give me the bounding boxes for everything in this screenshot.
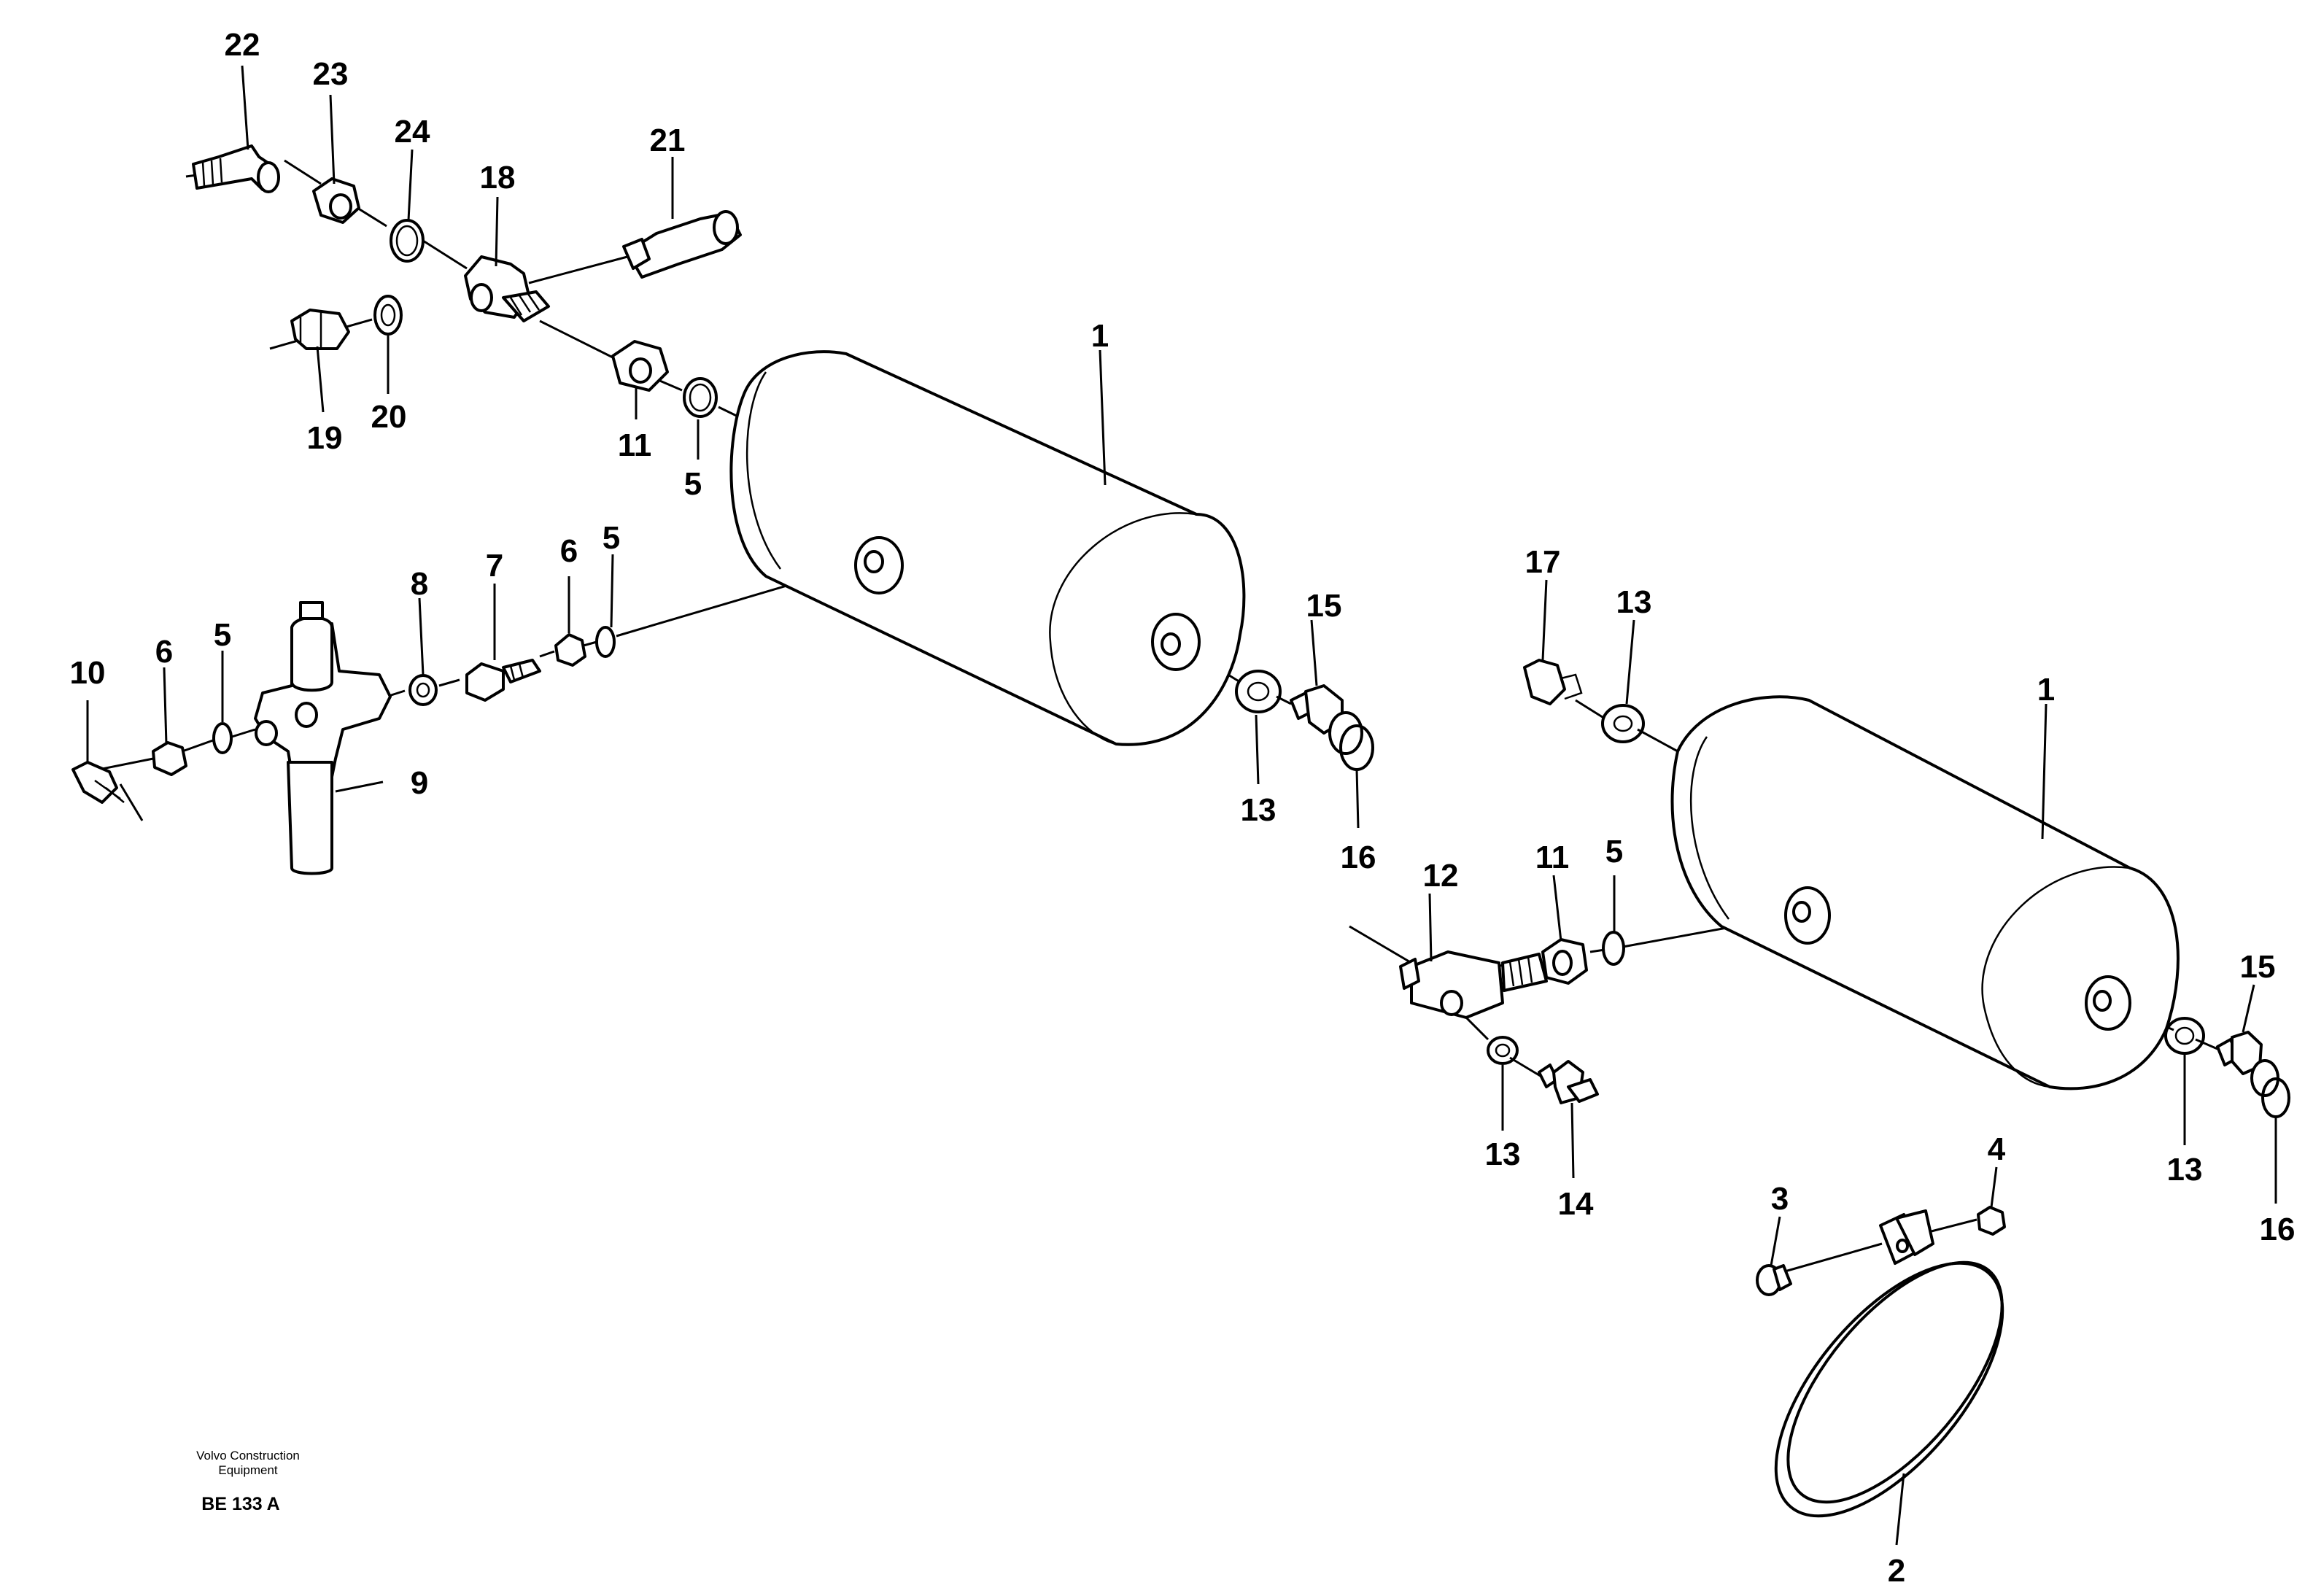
callout-6-mid: 6 [560,533,578,569]
nut-part-6-mid [554,633,586,667]
callout-2: 2 [1888,1553,1905,1589]
callout-5-mid: 5 [603,520,620,556]
washer-part-13-top-right [1601,704,1645,743]
callout-labels: 22 23 24 21 18 19 20 11 5 1 8 7 6 5 10 6… [70,27,2296,1589]
washer-part-13-lower-left [1487,1036,1519,1065]
callout-12: 12 [1423,858,1459,894]
nut-part-4 [1977,1206,2006,1236]
o-ring-part-5-left [212,722,233,754]
callout-4: 4 [1988,1131,2006,1167]
callout-19: 19 [307,420,343,456]
callout-13-upper: 13 [1241,792,1277,828]
air-tank-part-1-upper [729,350,1246,746]
air-tank-part-1-lower [1670,695,2180,1091]
tank-strap-part-2 [1774,1209,2004,1518]
callout-8: 8 [411,566,428,602]
callout-7: 7 [486,548,503,584]
callout-14: 14 [1558,1186,1594,1222]
callout-6-left: 6 [155,634,173,670]
drawing-code: BE 133 A [201,1494,279,1514]
callout-5-lower: 5 [1605,834,1623,869]
brand-line-1: Volvo Construction [196,1449,300,1463]
drain-valve-part-15-upper [1290,684,1363,755]
callout-9: 9 [411,765,428,801]
bolt-part-3 [1756,1264,1792,1296]
o-ring-part-5-mid [595,626,616,658]
valve-body-part-9 [254,601,392,875]
callout-13-lower-right: 13 [2167,1152,2203,1188]
union-block-part-12 [1399,950,1548,1019]
callout-11-upper: 11 [618,427,652,463]
washer-part-8 [408,674,438,706]
callout-16-upper: 16 [1341,840,1376,875]
nut-part-23 [312,177,360,224]
callout-21: 21 [650,123,686,158]
callout-1-upper: 1 [1091,318,1109,354]
plug-part-17 [1523,659,1583,705]
nut-part-11-upper [611,340,669,392]
o-ring-part-5-lower [1602,931,1625,966]
callout-5-upper: 5 [684,466,702,502]
callout-15-upper: 15 [1306,588,1342,624]
o-ring-part-24 [390,219,425,263]
callout-22: 22 [225,27,260,63]
connector-part-19 [290,309,350,350]
callout-13-top-right: 13 [1616,584,1652,620]
callout-23: 23 [313,56,349,92]
nut-part-11-lower [1541,938,1588,985]
callout-5-left: 5 [214,617,231,653]
washer-part-13-upper-right [1235,670,1282,713]
connector-part-21 [622,210,742,279]
o-ring-part-5-upper [683,377,718,418]
washer-part-20 [373,295,403,336]
check-valve-part-7 [465,659,541,702]
nut-part-6-left [152,741,187,776]
callout-10: 10 [70,655,106,691]
callout-16-lower: 16 [2260,1212,2296,1247]
footer: Volvo Construction Equipment BE 133 A [196,1449,300,1514]
callout-13-lower-left: 13 [1485,1136,1521,1172]
callout-pointers [86,65,2277,1546]
callout-18: 18 [480,160,516,195]
callout-15-lower: 15 [2240,949,2276,985]
callout-17: 17 [1525,544,1561,580]
washer-part-13-lower-right [2164,1017,2205,1055]
callout-20: 20 [371,399,407,435]
callout-3: 3 [1771,1181,1789,1217]
drain-valve-part-15-lower [2216,1031,2279,1097]
drain-cock-part-14 [1538,1060,1599,1104]
elbow-fitting-part-22 [192,144,280,193]
callout-11-lower: 11 [1535,840,1570,875]
brand-line-2: Equipment [218,1463,278,1477]
elbow-fitting-part-10 [71,761,125,804]
tee-fitting-part-18 [464,255,550,322]
callout-24: 24 [395,114,430,150]
callout-1-lower: 1 [2037,672,2055,708]
